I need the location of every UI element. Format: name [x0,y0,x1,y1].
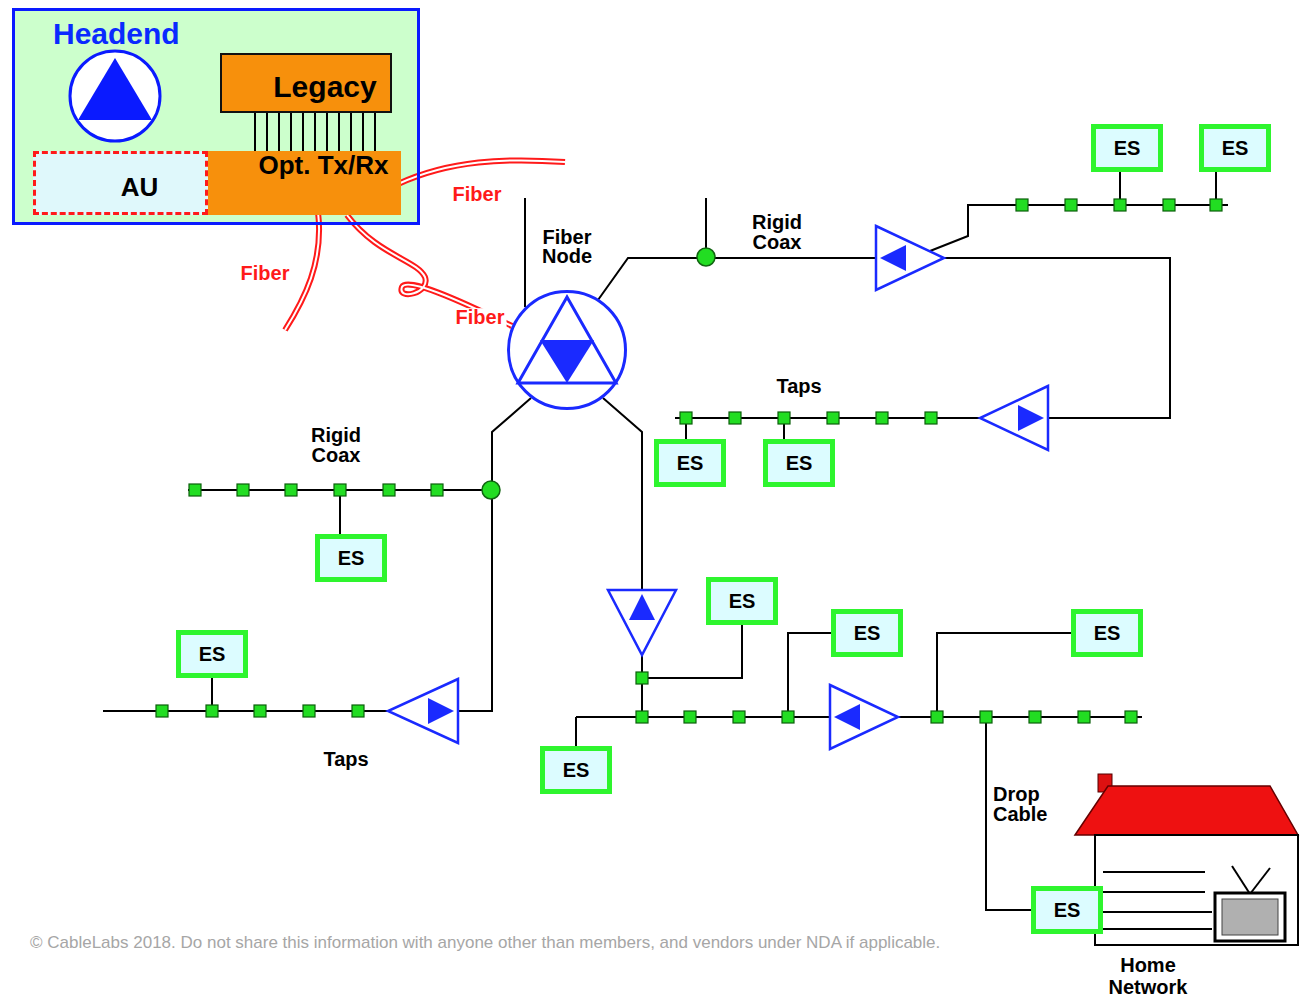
tap [782,711,794,723]
es-box: ES [763,439,835,487]
au-box: AU [33,151,208,215]
tap [778,412,790,424]
amplifier [980,386,1048,450]
headend-ground [12,8,420,225]
node-label: AU [121,174,159,200]
es-box: ES [1091,124,1163,172]
connector [255,113,375,151]
node-label: ES [729,590,756,613]
tap [733,711,745,723]
node-label: Legacy [273,72,376,102]
splitters [482,248,715,499]
tap [285,484,297,496]
cable-label: Rigid Coax [742,213,812,252]
node-label: ES [199,643,226,666]
tap [1078,711,1090,723]
es-box: ES [315,534,387,582]
node-label: ES [1094,622,1121,645]
tap [1029,711,1041,723]
tap [352,705,364,717]
tap [1114,199,1126,211]
home-label: Home Network [1098,954,1198,999]
es-box: ES [706,577,778,625]
amplifier-core [428,698,454,724]
home-illustration [1075,774,1298,945]
amplifier [876,226,944,290]
node-label: Opt. Tx/Rx [258,151,388,180]
amplifier-core [1018,405,1044,431]
fiber-label: Fiber [451,185,504,205]
tap [189,484,201,496]
node-label: Fiber Node [532,228,602,266]
tap [1016,199,1028,211]
edge-label: Fiber [454,308,507,328]
es-box: ES [831,609,903,657]
tap [729,412,741,424]
node-label: ES [563,759,590,782]
tap [1065,199,1077,211]
tap [254,705,266,717]
amplifier-core [834,704,860,730]
node-label: Headend [53,19,180,49]
amplifier [608,590,676,655]
tap [431,484,443,496]
headend-box: HeadendLegacyAU Opt. Tx/Rx [12,8,420,225]
tap [303,705,315,717]
amplifier-core [629,594,655,620]
es-box: ES [176,630,248,678]
tap [925,412,937,424]
tap [1163,199,1175,211]
es-box: ES [1071,609,1143,657]
taps [156,199,1222,723]
tap [383,484,395,496]
es-box: ES [1199,124,1271,172]
headend-symbol [70,51,160,141]
tap [876,412,888,424]
tap [334,484,346,496]
fiber-label: Fiber [239,264,292,284]
amplifiers [388,226,1048,749]
tap [1125,711,1137,723]
taps-label: Taps [776,377,821,397]
watermark: © CableLabs 2018. Do not share this info… [30,935,940,952]
tap [680,412,692,424]
node-label: ES [1054,899,1081,922]
tap [206,705,218,717]
cable-label: Drop Cable [993,785,1073,824]
cable-label: Rigid Coax [301,426,371,465]
node-label: ES [786,452,813,475]
es-box: ES [1031,886,1103,934]
node-label: ES [338,547,365,570]
es-box: ES [654,439,726,487]
tap [827,412,839,424]
tap [684,711,696,723]
fiber-node: Fiber Node [507,228,627,410]
amplifier-core [880,245,906,271]
tap [237,484,249,496]
node-label: ES [854,622,881,645]
taps-label: Taps [323,750,368,770]
optical-transceiver-box: Opt. Tx/Rx [208,151,401,215]
tap [156,705,168,717]
tap [636,711,648,723]
node-label: ES [1222,137,1249,160]
coax-lines [103,172,1228,910]
legacy-box: Legacy [220,53,392,113]
tap [1210,199,1222,211]
tap [931,711,943,723]
node-label: ES [1114,137,1141,160]
tap [980,711,992,723]
es-box: ES [540,746,612,794]
amplifier [388,679,458,743]
node-label: ES [677,452,704,475]
tap [636,672,648,684]
amplifier [830,685,898,749]
